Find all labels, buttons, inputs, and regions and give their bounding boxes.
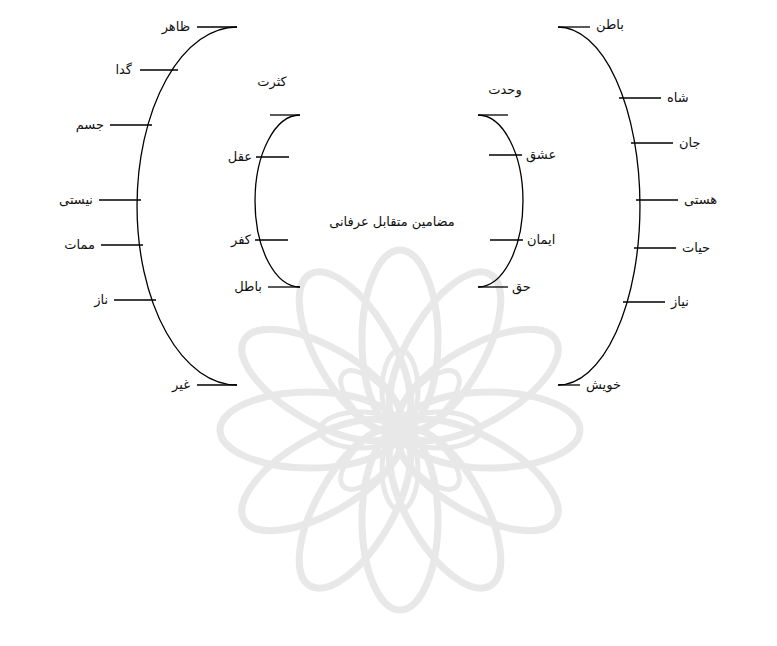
inner-left-arc (255, 115, 300, 287)
concept-label: ظاهر (162, 19, 190, 35)
concept-label: ممات (64, 237, 95, 253)
inner-right-arc (478, 115, 523, 287)
concept-label: باطن (596, 17, 624, 33)
concept-label: غیر (172, 377, 190, 393)
concept-label: کثرت (257, 74, 287, 90)
concept-label: حیات (682, 240, 710, 256)
outer-right-arc (558, 27, 640, 385)
concept-label: عقل (228, 149, 252, 165)
concept-label: گدا (115, 62, 132, 78)
concept-label: هستی (684, 192, 717, 208)
concept-label: خویش (586, 377, 621, 393)
concept-label: شاه (667, 90, 689, 106)
concept-label: حق (512, 279, 531, 295)
concept-label: وحدت (488, 82, 521, 98)
center-title: مضامین متقابل عرفانی (329, 214, 455, 230)
concept-label: جسم (76, 117, 104, 133)
concept-label: نیاز (671, 294, 689, 310)
outer-left-arc (137, 27, 237, 385)
concept-label: کفر (231, 232, 251, 248)
concept-label: نیستی (59, 192, 93, 208)
concept-label: عشق (526, 147, 556, 163)
concept-label: ناز (94, 292, 108, 308)
concept-label: باطل (234, 279, 262, 295)
tick-lines (99, 27, 678, 385)
concept-label: ایمان (527, 232, 555, 248)
concept-label: جان (679, 135, 701, 151)
